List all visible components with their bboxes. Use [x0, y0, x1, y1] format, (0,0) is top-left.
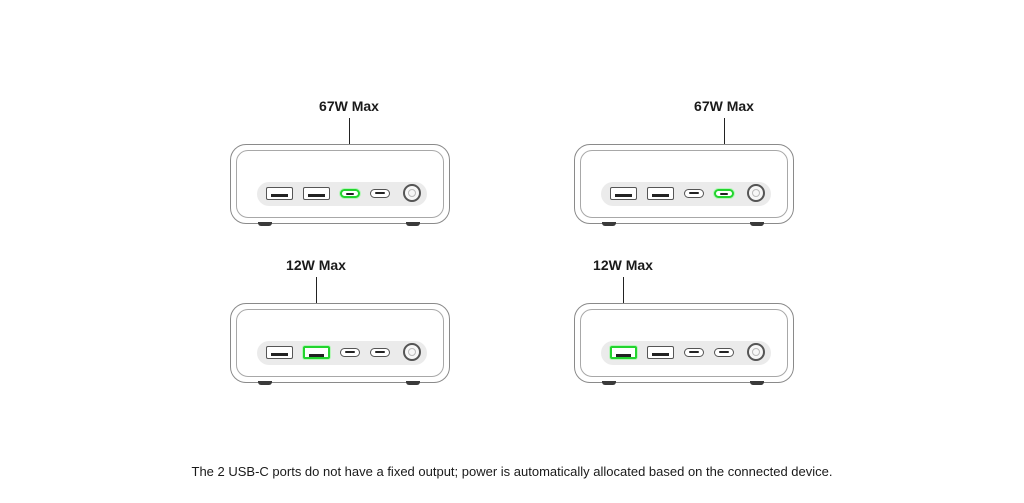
usb-c-port-2-icon — [370, 348, 390, 357]
port-strip — [601, 341, 771, 365]
port-strip — [601, 182, 771, 206]
power-bank-device — [230, 144, 450, 224]
caption: The 2 USB-C ports do not have a fixed ou… — [191, 464, 833, 479]
power-label: 12W Max — [593, 257, 653, 273]
usb-a-port-2-icon — [303, 346, 330, 359]
power-button-icon — [747, 343, 765, 361]
usb-c-port-1-icon — [684, 348, 704, 357]
usb-c-port-2-icon — [714, 348, 734, 357]
power-label: 12W Max — [286, 257, 346, 273]
power-button-icon — [403, 343, 421, 361]
device-inner-outline — [580, 309, 788, 377]
device-foot — [258, 222, 272, 226]
port-strip — [257, 341, 427, 365]
power-bank-device — [230, 303, 450, 383]
device-foot — [602, 222, 616, 226]
port-strip — [257, 182, 427, 206]
device-foot — [406, 222, 420, 226]
device-inner-outline — [580, 150, 788, 218]
device-foot — [258, 381, 272, 385]
power-label: 67W Max — [319, 98, 379, 114]
device-inner-outline — [236, 150, 444, 218]
panel-bottom-left: 12W Max — [212, 257, 492, 442]
usb-a-port-2-icon — [647, 187, 674, 200]
power-button-icon — [747, 184, 765, 202]
power-bank-device — [574, 144, 794, 224]
power-label: 67W Max — [694, 98, 754, 114]
power-button-icon — [403, 184, 421, 202]
usb-c-port-1-icon — [340, 348, 360, 357]
usb-a-port-2-icon — [303, 187, 330, 200]
device-foot — [602, 381, 616, 385]
power-bank-device — [574, 303, 794, 383]
device-foot — [750, 222, 764, 226]
device-foot — [406, 381, 420, 385]
usb-a-port-2-icon — [647, 346, 674, 359]
panel-top-right: 67W Max — [556, 98, 836, 283]
usb-c-port-1-icon — [340, 189, 360, 198]
usb-a-port-1-icon — [610, 346, 637, 359]
usb-c-port-1-icon — [684, 189, 704, 198]
usb-a-port-1-icon — [610, 187, 637, 200]
usb-a-port-1-icon — [266, 187, 293, 200]
device-foot — [750, 381, 764, 385]
panel-top-left: 67W Max — [212, 98, 492, 283]
panel-bottom-right: 12W Max — [556, 257, 836, 442]
device-inner-outline — [236, 309, 444, 377]
usb-c-port-2-icon — [370, 189, 390, 198]
usb-a-port-1-icon — [266, 346, 293, 359]
usb-c-port-2-icon — [714, 189, 734, 198]
